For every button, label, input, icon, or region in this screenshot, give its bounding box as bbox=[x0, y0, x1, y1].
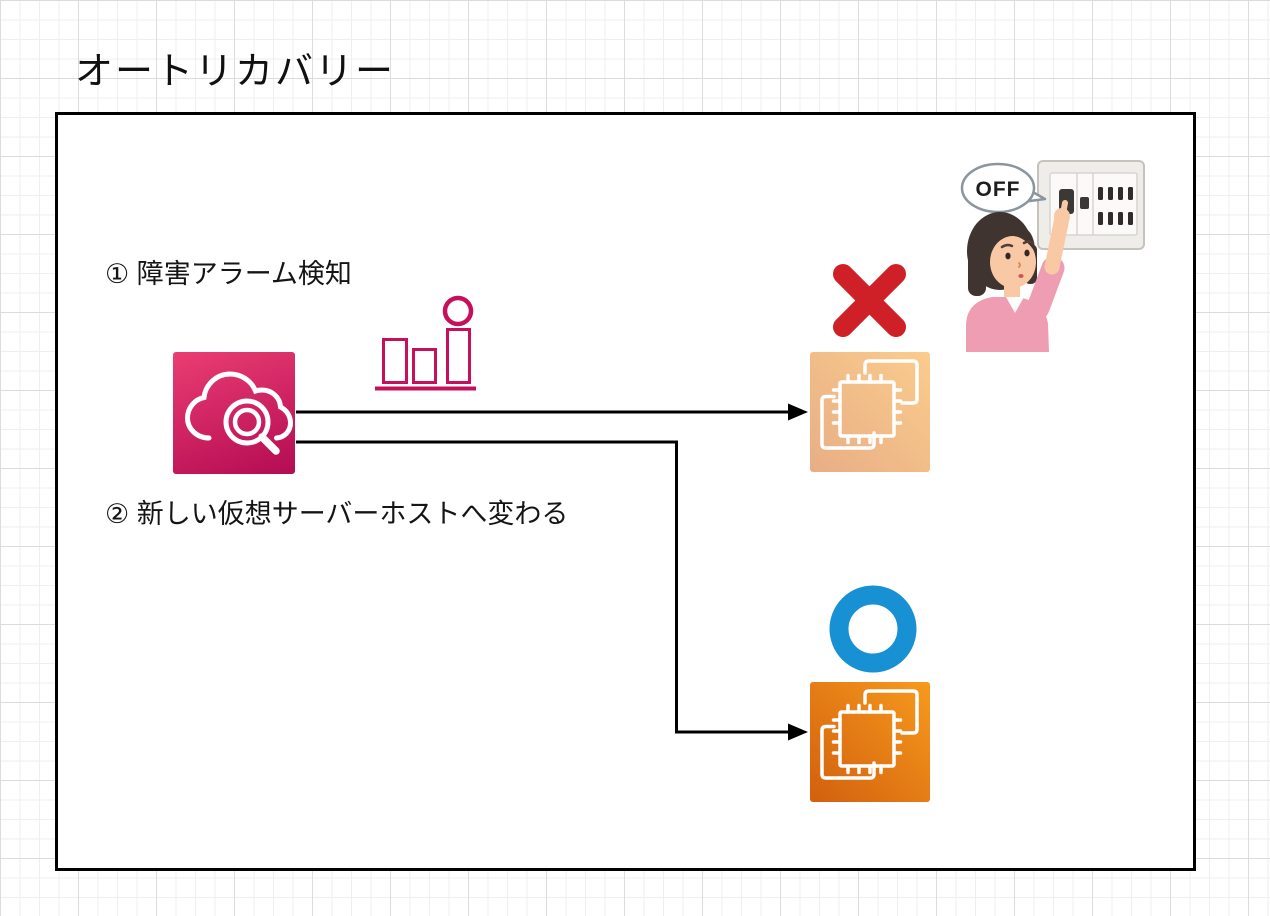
woman-figure bbox=[966, 200, 1070, 352]
circle-mark-icon bbox=[829, 585, 917, 673]
cloudwatch-icon bbox=[173, 352, 295, 474]
ec2-new-host-icon bbox=[810, 682, 930, 802]
cloud-magnifier-glyph bbox=[184, 371, 294, 455]
speech-bubble-text: OFF bbox=[976, 178, 1021, 201]
chip-glyph bbox=[820, 689, 919, 780]
cross-mark-icon bbox=[833, 264, 906, 337]
woman-turning-off-breaker-illustration: OFF bbox=[960, 160, 1145, 352]
alarm-bar-chart-icon bbox=[375, 295, 476, 391]
page-title: オートリカバリー bbox=[75, 51, 396, 93]
speech-bubble: OFF bbox=[960, 162, 1047, 214]
step-2-label: ② 新しい仮想サーバーホストへ変わる bbox=[105, 499, 569, 529]
ec2-failed-host-icon bbox=[810, 352, 930, 472]
step-1-label: ① 障害アラーム検知 bbox=[105, 259, 352, 289]
chip-glyph bbox=[820, 359, 919, 450]
